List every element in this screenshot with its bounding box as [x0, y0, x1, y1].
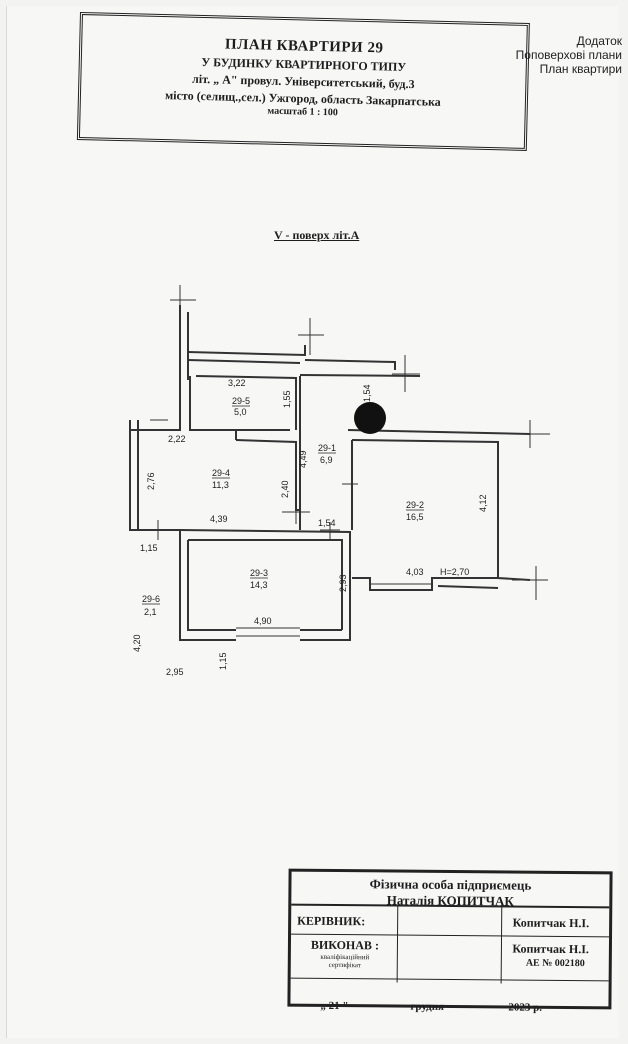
date-month: грудня — [410, 1000, 445, 1013]
date-year: 2023 р. — [508, 1001, 543, 1014]
dim-label: 3,22 — [228, 378, 246, 388]
stamp-block: Фізична особа підприємець Наталія КОПИТЧ… — [287, 868, 613, 1014]
dim-label: 4,49 — [298, 450, 308, 468]
manager-label: КЕРІВНИК: — [297, 913, 366, 929]
dim-label: 4,03 — [406, 567, 424, 577]
dim-label: 4,12 — [478, 494, 488, 512]
room-id: 29-6 — [142, 594, 160, 604]
wall — [130, 305, 181, 431]
executor-sub-2: сертифікат — [328, 960, 361, 970]
stamp-header: Фізична особа підприємець Наталія КОПИТЧ… — [291, 871, 610, 909]
manager-row: КЕРІВНИК: Копитчак Н.І. — [291, 905, 610, 938]
attachment-line-2: Поповерхові плани — [515, 48, 622, 62]
executor-label-group: ВИКОНАВ : кваліфікаційний сертифікат — [297, 938, 393, 970]
dim-label: 1,55 — [282, 390, 292, 408]
room-id: 29-3 — [250, 568, 268, 578]
room-id: 29-5 — [232, 396, 250, 406]
dim-label: 2,95 — [166, 667, 184, 677]
manager-name: Копитчак Н.І. — [512, 915, 590, 931]
room-area: 5,0 — [234, 407, 247, 417]
dim-label: 4,39 — [210, 514, 228, 524]
dim-label: 4,20 — [132, 634, 142, 652]
ceiling-height: H=2,70 — [440, 567, 469, 577]
room-area: 11,3 — [212, 480, 229, 490]
attachment-line-1: Додаток — [576, 34, 622, 48]
room-area: 16,5 — [406, 512, 424, 522]
dim-label: 1,15 — [140, 543, 158, 553]
dim-label: 2,40 — [280, 480, 290, 498]
floor-label: V - поверх літ.А — [274, 228, 360, 242]
dim-label: 2,76 — [146, 472, 156, 490]
date-day: „ 21 " — [320, 999, 349, 1013]
dim-label: 2,22 — [168, 434, 186, 444]
document-page — [6, 6, 619, 1038]
room-area: 2,1 — [144, 607, 157, 617]
date-row: „ 21 " грудня 2023 р. — [290, 1000, 608, 1014]
room-area: 14,3 — [250, 580, 268, 590]
dim-label: 4,90 — [254, 616, 272, 626]
dim-label: 1,15 — [218, 652, 228, 670]
dim-label: 2,93 — [338, 574, 348, 592]
dim-label: 1,54 — [318, 518, 336, 528]
room-id: 29-4 — [212, 468, 230, 478]
attachment-note: Додаток Поповерхові плани План квартири — [516, 34, 622, 76]
executor-name: Копитчак Н.І. — [512, 941, 589, 957]
attachment-line-3: План квартири — [539, 62, 622, 76]
dim-label: 1,54 — [362, 384, 372, 402]
room-area: 6,9 — [320, 455, 333, 465]
executor-row: ВИКОНАВ : кваліфікаційний сертифікат Коп… — [290, 933, 610, 982]
room-id: 29-2 — [406, 500, 424, 510]
certificate-number: АЕ № 002180 — [525, 957, 585, 970]
room-id: 29-1 — [318, 443, 336, 453]
redaction-dot — [354, 402, 386, 434]
executor-label: ВИКОНАВ : — [310, 937, 380, 953]
